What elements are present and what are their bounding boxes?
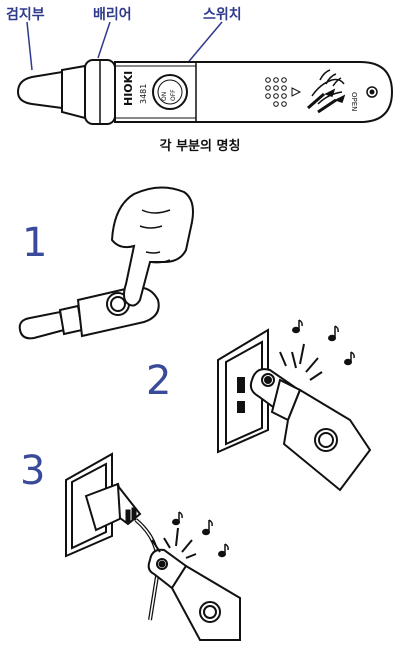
- sensor-callout-label: 검지부: [6, 7, 45, 23]
- step-number-1: 1: [22, 220, 48, 266]
- switch-callout-label: 스위치: [203, 7, 242, 23]
- step3-music-note-icon: [172, 511, 229, 558]
- sound-lines-icon: [279, 343, 323, 381]
- step-number-2: 2: [146, 358, 172, 404]
- barrier-callout-label: 배리어: [93, 7, 132, 23]
- step-1-illustration: [18, 186, 194, 340]
- step-number-3: 3: [20, 448, 46, 494]
- pointing-hand: [110, 186, 194, 307]
- parts-caption: 각 부분의 명칭: [159, 139, 241, 154]
- open-hand-icon: [307, 69, 346, 114]
- step-2-illustration: [217, 319, 372, 492]
- barrier-leader-line: [97, 21, 111, 59]
- step-3-illustration: [65, 452, 241, 641]
- device-body: [114, 61, 394, 123]
- music-note-icon: [292, 319, 355, 366]
- arrow-icon: [291, 87, 302, 97]
- lanyard-hole: [366, 86, 378, 98]
- switch-off-label: OFF: [170, 89, 177, 101]
- device-diagram: HIOKI 3481 ON OFF OPEN: [16, 21, 394, 125]
- sensor-leader-line: [26, 21, 33, 71]
- switch-on-label: ON: [161, 92, 168, 101]
- model-number: 3481: [139, 84, 148, 104]
- brand-logo: HIOKI: [122, 71, 135, 106]
- speaker-holes: [265, 77, 287, 107]
- sensor-tip: [16, 70, 63, 110]
- open-label: OPEN: [350, 92, 358, 111]
- step1-pen-tip: [18, 310, 66, 340]
- tip-collar: [61, 64, 86, 120]
- step3-sound-lines-icon: [151, 527, 197, 559]
